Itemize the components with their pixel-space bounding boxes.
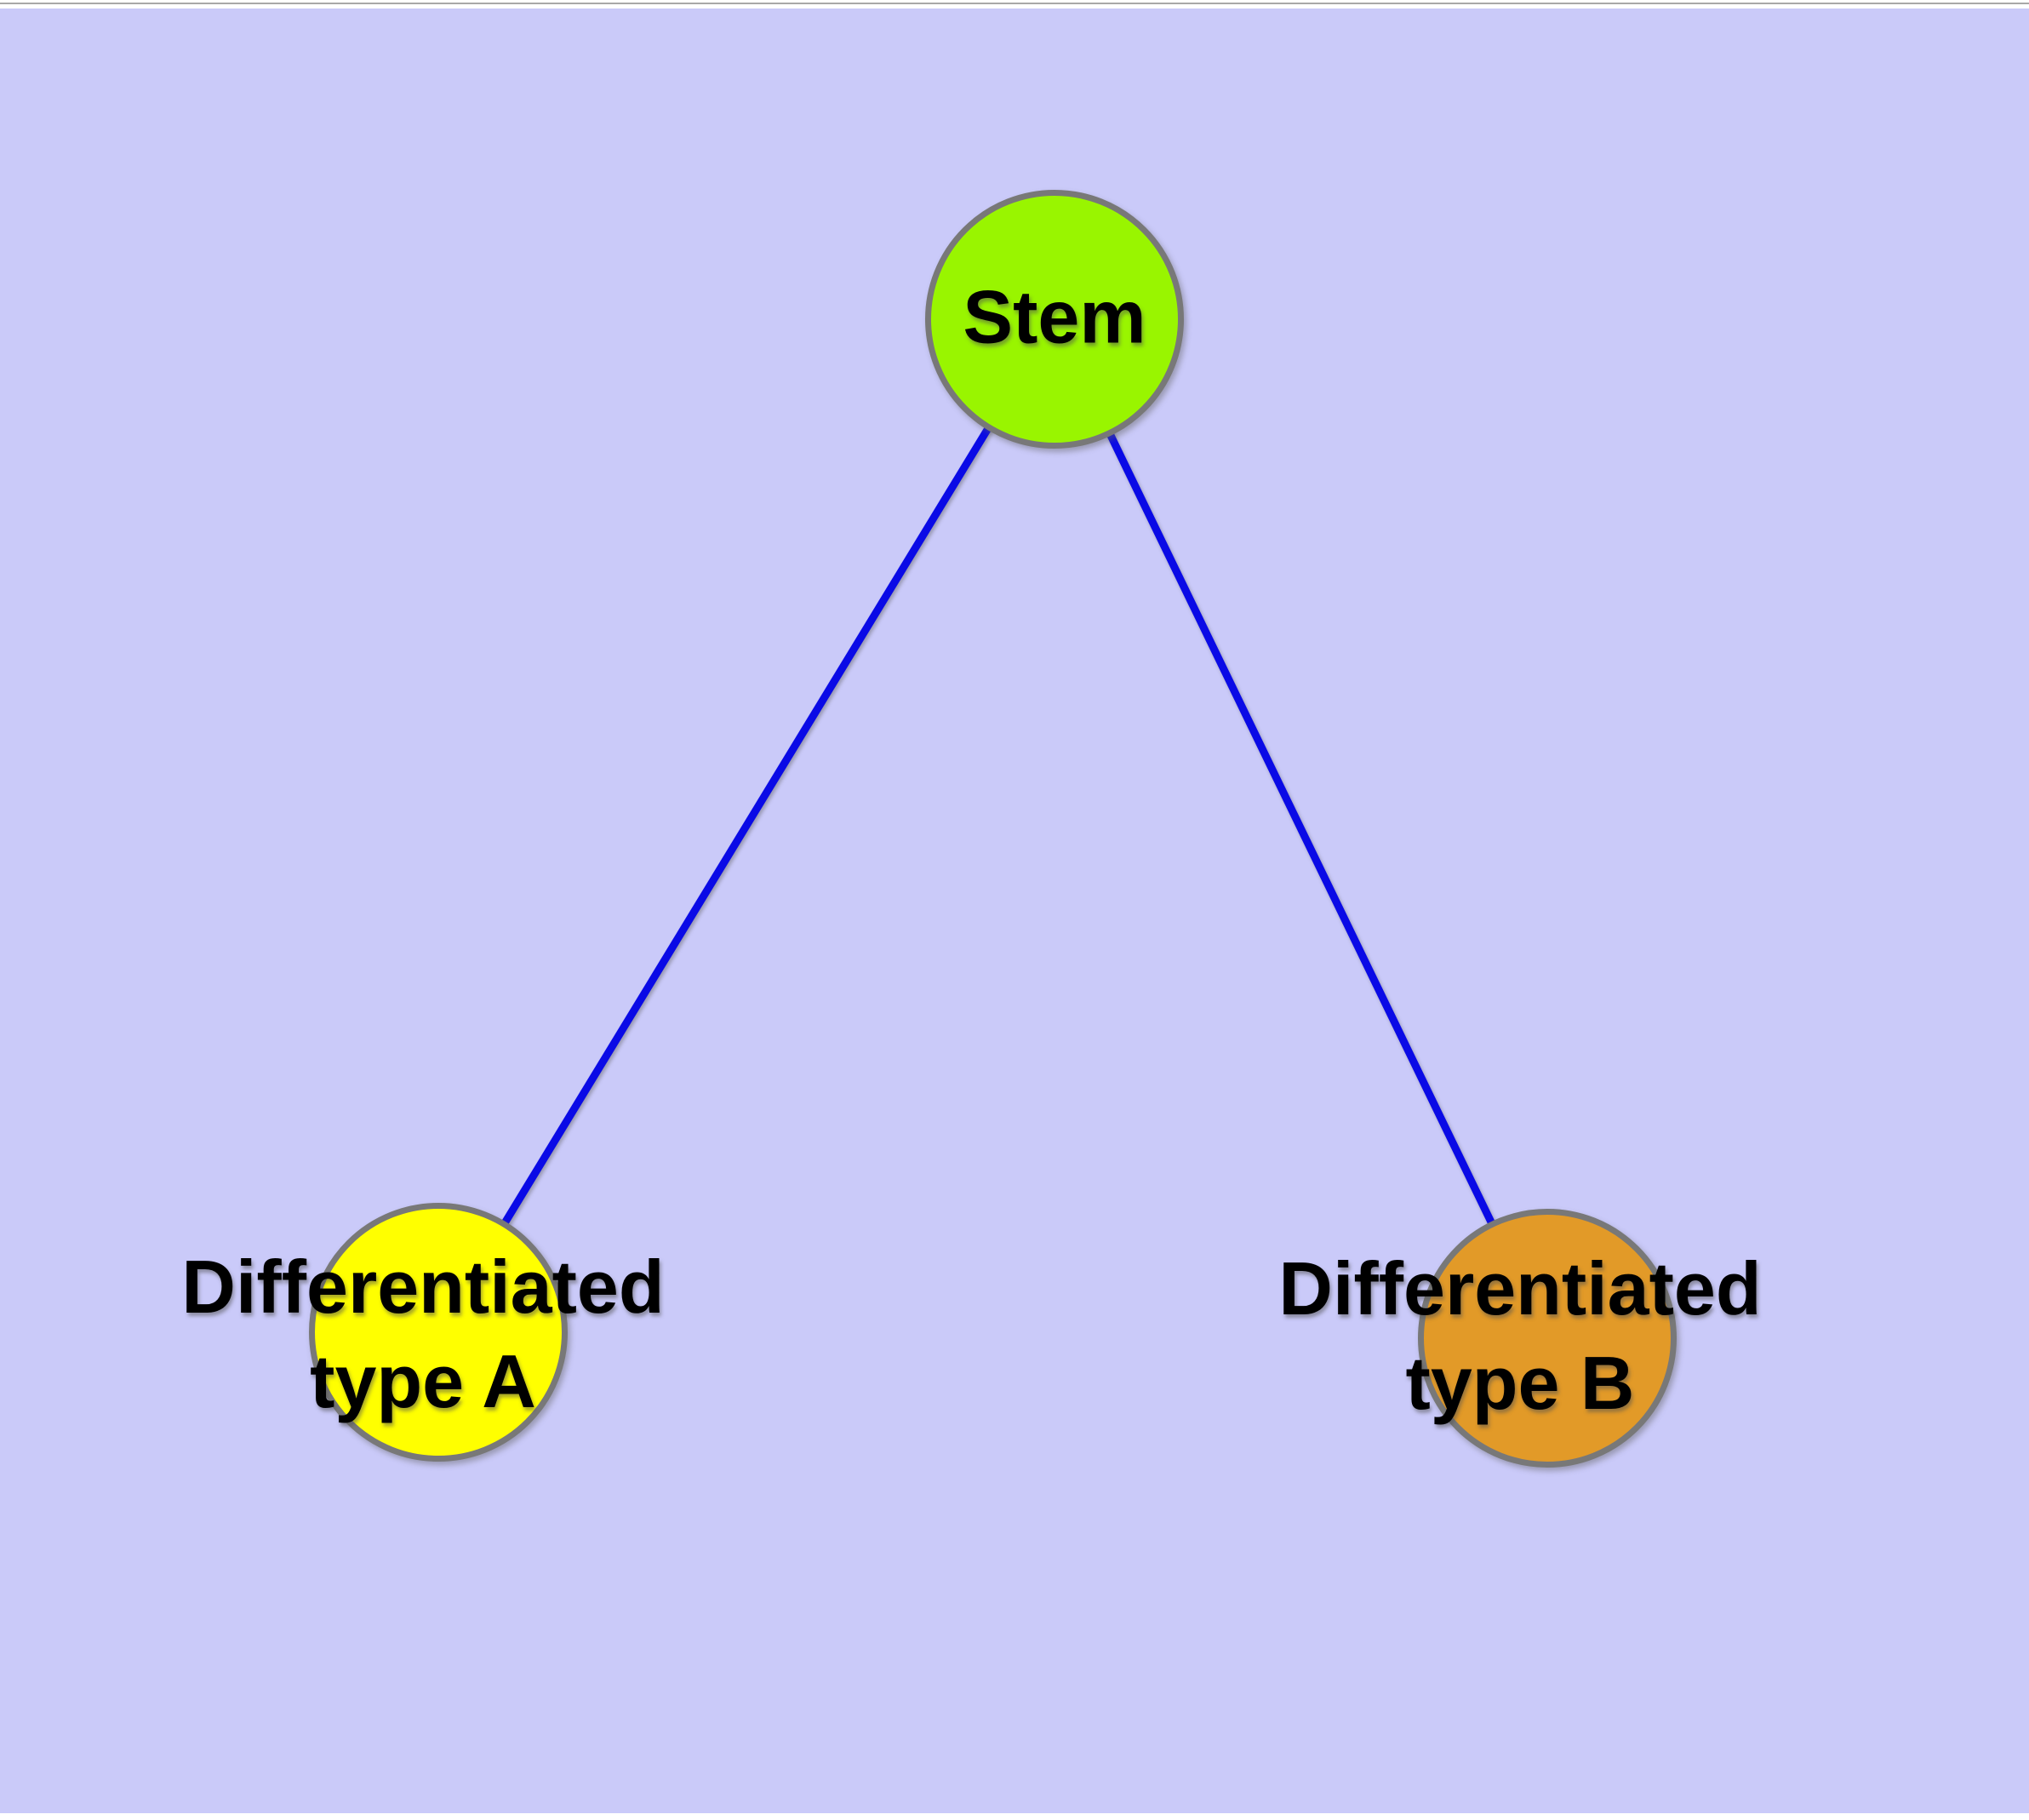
node-type-a-label: Differentiated type A [181,1245,665,1423]
node-differentiated-type-a[interactable] [309,1203,568,1462]
top-border-line [0,3,2029,4]
node-stem-label: Stem [963,274,1146,359]
node-type-b-label: Differentiated type B [1278,1246,1762,1425]
node-differentiated-type-b[interactable] [1418,1209,1677,1468]
node-stem[interactable] [925,190,1184,449]
top-margin-strip [0,0,2029,9]
bottom-margin-strip [0,1813,2029,1820]
edge-stem-to-type-b [1050,318,1552,1340]
edge-stem-to-type-a [435,317,1058,1335]
